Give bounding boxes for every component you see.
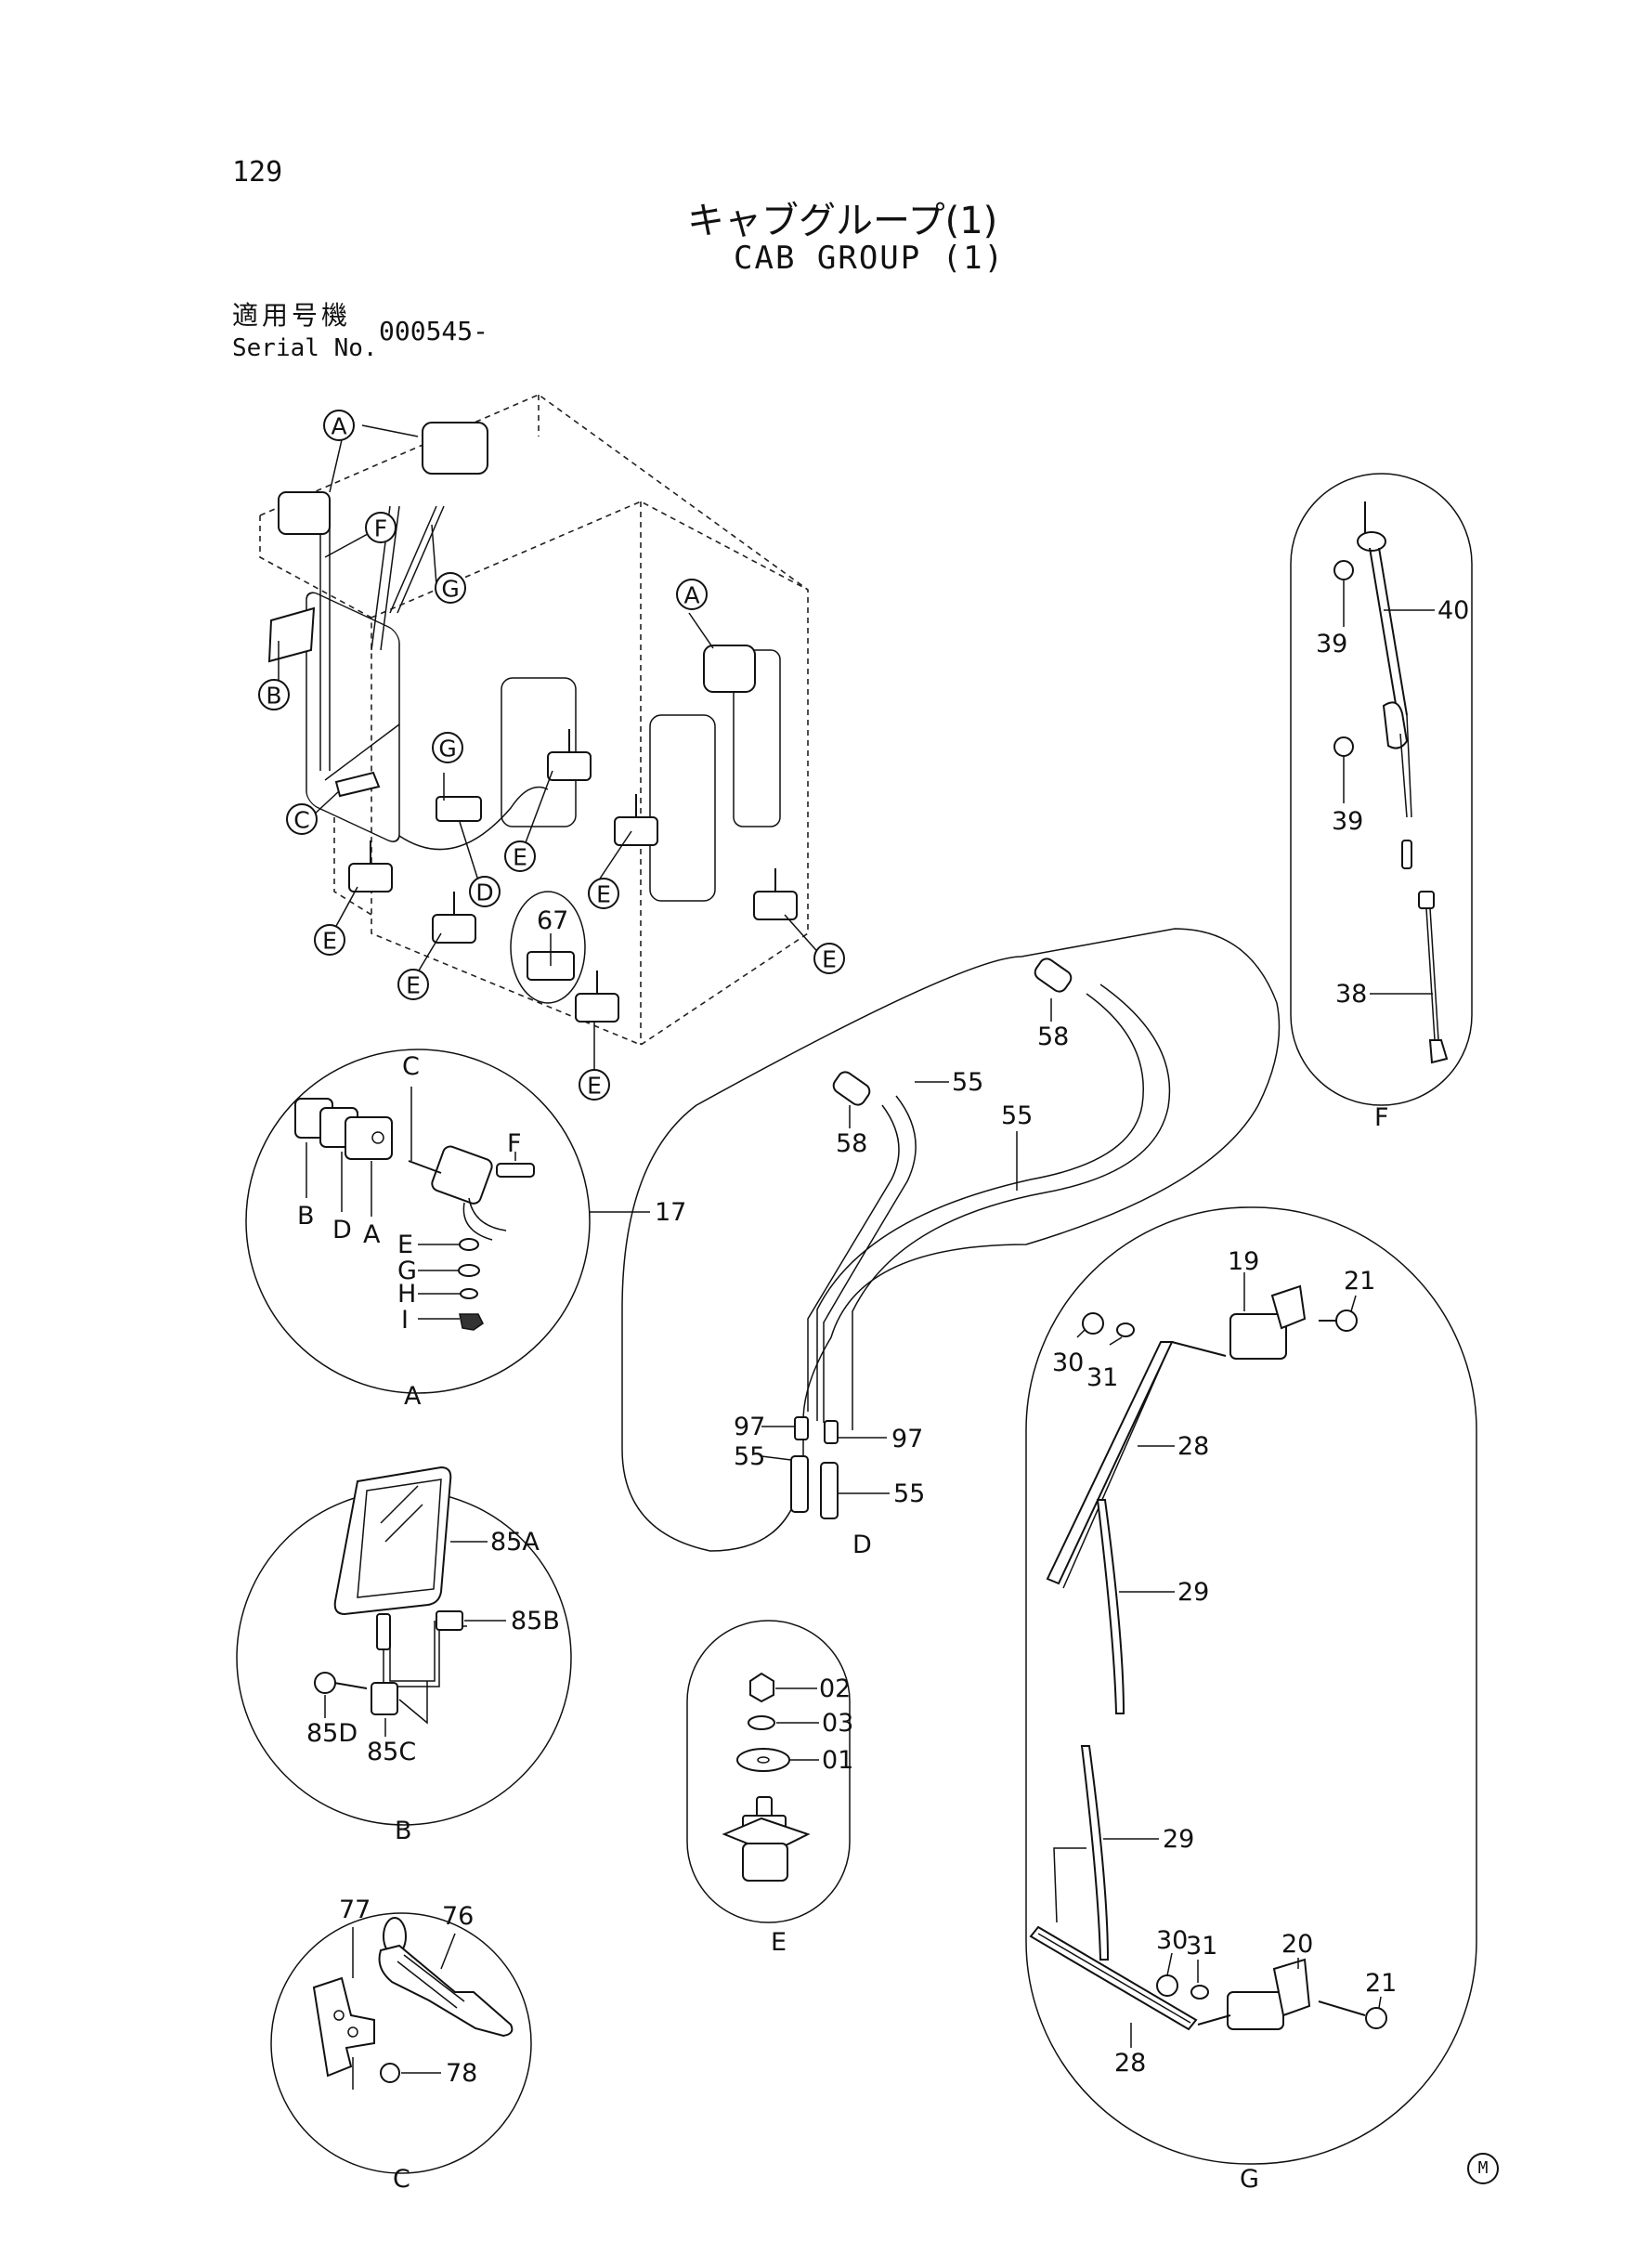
detail-F-antenna: 40 39 39 38 F xyxy=(1290,473,1473,1132)
detailD-label-55-left: 55 xyxy=(734,1442,765,1471)
svg-text:E: E xyxy=(513,844,527,871)
callout-G-upper-wiper: G xyxy=(435,572,466,604)
detailD-label-58-right: 58 xyxy=(1037,1023,1069,1051)
callout-E-mount-2: E xyxy=(588,878,619,909)
label-67-dome-lamp: 67 xyxy=(537,906,568,935)
detailG-label-29-lower: 29 xyxy=(1163,1825,1194,1854)
detailA-label-I: I xyxy=(401,1306,409,1335)
serial-label-japanese: 適用号機 xyxy=(232,300,352,331)
detailG-label-19: 19 xyxy=(1228,1247,1259,1276)
detailA-label-A: A xyxy=(363,1220,381,1249)
detail-A-lamp: B D A C F E G H I 17 A xyxy=(245,1049,686,1411)
detailD-label-97-left: 97 xyxy=(734,1413,765,1441)
svg-text:E: E xyxy=(406,972,421,999)
svg-text:B: B xyxy=(266,683,281,710)
detailE-label-03: 03 xyxy=(822,1709,853,1738)
callout-A-right-lamp: A xyxy=(676,579,708,610)
callout-E-mount-5: E xyxy=(813,943,845,974)
detailB-label-85D: 85D xyxy=(306,1719,358,1748)
cab-assembly-drawing: A F G A B G C D E E E E E E 67 xyxy=(258,394,845,1101)
detail-D-pipes: 58 58 55 55 97 97 55 55 D xyxy=(621,928,1281,1559)
detailA-title: A xyxy=(404,1382,422,1411)
callout-D-pipe: D xyxy=(469,876,501,907)
detailC-label-76: 76 xyxy=(442,1902,474,1931)
detailC-title: C xyxy=(393,2165,410,2194)
page-title: CAB GROUP (1) xyxy=(734,240,1006,277)
detailG-label-31-upper: 31 xyxy=(1086,1363,1118,1392)
detailA-label-D: D xyxy=(332,1216,352,1244)
svg-text:G: G xyxy=(438,736,456,762)
svg-text:D: D xyxy=(475,879,493,906)
detailE-label-02: 02 xyxy=(819,1674,851,1703)
detail-G-wipers: 19 21 30 31 28 29 29 30 31 20 21 28 G xyxy=(1025,1206,1477,2194)
detailG-label-21-lower: 21 xyxy=(1365,1969,1397,1998)
serial-label: Serial No. xyxy=(232,334,378,362)
detailD-label-55-upper: 55 xyxy=(952,1068,983,1097)
detailA-label-E: E xyxy=(397,1231,413,1259)
detail-B-mirror: 85A 85B 85D 85C B xyxy=(236,1466,572,1845)
detailB-label-85C: 85C xyxy=(367,1738,416,1766)
svg-text:E: E xyxy=(322,928,337,955)
detailG-title: G xyxy=(1240,2165,1259,2194)
detailG-label-30-upper: 30 xyxy=(1052,1348,1084,1377)
callout-G-lower-wiper: G xyxy=(432,732,463,763)
svg-text:E: E xyxy=(587,1073,602,1100)
callout-E-mount-1: E xyxy=(504,840,536,872)
detailD-label-55-right: 55 xyxy=(893,1479,925,1508)
callout-F-antenna: F xyxy=(365,512,397,543)
detailC-label-78: 78 xyxy=(446,2059,477,2088)
detailA-label-F: F xyxy=(507,1129,522,1158)
detailG-label-28-lower: 28 xyxy=(1114,2049,1146,2078)
detailF-label-39-lower: 39 xyxy=(1332,807,1363,836)
detailB-label-85B: 85B xyxy=(511,1607,560,1635)
serial-number-range: 000545- xyxy=(379,316,489,346)
detailG-label-30-lower: 30 xyxy=(1156,1926,1188,1955)
detailD-label-55-mid: 55 xyxy=(1001,1101,1033,1130)
detailD-title: D xyxy=(852,1531,872,1559)
callout-A-left-lamp: A xyxy=(323,410,355,441)
detailE-title: E xyxy=(771,1928,787,1957)
detailF-label-40: 40 xyxy=(1437,596,1469,625)
detail-C-handle: 77 76 78 C xyxy=(270,1896,532,2194)
detailB-title: B xyxy=(395,1817,412,1845)
cab-mount-rubbers xyxy=(348,729,798,1023)
detailF-label-39-upper: 39 xyxy=(1316,630,1347,658)
detailG-label-29-upper: 29 xyxy=(1177,1578,1209,1607)
detailF-title: F xyxy=(1374,1103,1389,1132)
svg-text:E: E xyxy=(822,946,837,973)
detailB-label-85A: 85A xyxy=(490,1528,540,1557)
svg-text:C: C xyxy=(293,807,309,834)
detailA-assembly-17: 17 xyxy=(655,1198,686,1227)
callout-C-handle: C xyxy=(286,803,318,835)
detailA-label-G: G xyxy=(397,1257,417,1285)
callout-E-mount-4: E xyxy=(397,969,429,1000)
detailA-label-B: B xyxy=(297,1202,315,1231)
svg-text:A: A xyxy=(331,413,346,440)
detailE-label-01: 01 xyxy=(822,1746,853,1775)
svg-text:F: F xyxy=(374,515,387,542)
svg-text:A: A xyxy=(683,582,699,609)
detailA-label-H: H xyxy=(397,1280,416,1309)
svg-text:E: E xyxy=(596,881,611,908)
detail-E-mount: 02 03 01 E xyxy=(686,1620,853,1957)
detailA-label-C: C xyxy=(402,1052,420,1081)
detailG-label-20: 20 xyxy=(1281,1930,1313,1959)
detailF-label-38: 38 xyxy=(1335,980,1367,1009)
page-number: 129 xyxy=(232,156,283,189)
detailC-label-77: 77 xyxy=(339,1896,371,1924)
circled-m-mark: M xyxy=(1467,2153,1499,2184)
detailD-label-97-right: 97 xyxy=(891,1425,923,1453)
detailG-label-21-upper: 21 xyxy=(1344,1267,1375,1296)
page-title-japanese: キャブグループ(1) xyxy=(687,200,998,242)
callout-B-mirror: B xyxy=(258,679,290,710)
detailD-label-58-left: 58 xyxy=(836,1129,867,1158)
svg-text:G: G xyxy=(441,576,459,603)
detailG-label-31-lower: 31 xyxy=(1186,1932,1217,1961)
callout-E-mount-6: E xyxy=(579,1069,610,1101)
detailG-label-28-upper: 28 xyxy=(1177,1432,1209,1461)
callout-E-mount-3: E xyxy=(314,924,345,956)
